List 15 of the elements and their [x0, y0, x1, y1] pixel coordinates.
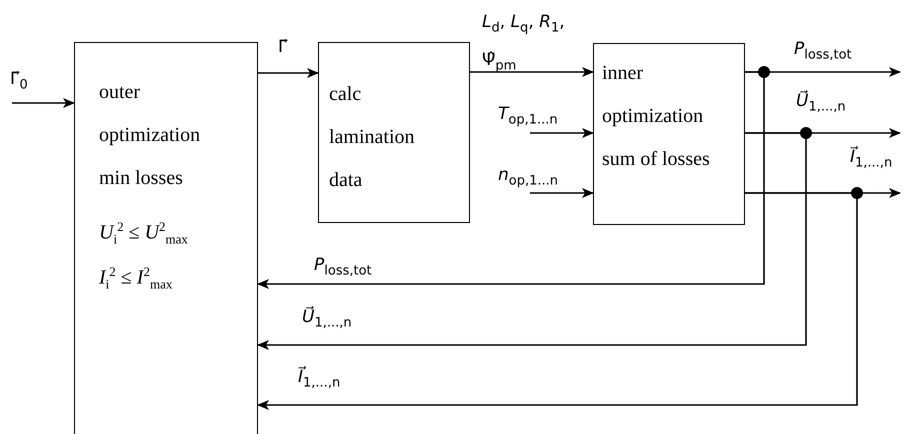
arrow: [257, 71, 765, 289]
process-box: [318, 42, 470, 223]
arrow: [257, 192, 858, 410]
arrow: [530, 188, 594, 198]
arrow: [12, 98, 75, 108]
edge-label: L$_{d}$, L$_{q}$, R$_{1}$, Ψ̂$_{pm}$: [481, 11, 566, 76]
arrow: [530, 128, 594, 138]
arrow: [257, 132, 807, 350]
box-text: outer optimization min losses: [99, 80, 202, 191]
process-box: [74, 42, 258, 434]
process-box: [593, 43, 745, 225]
arrow: [470, 67, 594, 77]
box-text: inner optimization sum of losses: [602, 61, 711, 172]
box-text: calc lamination data: [329, 82, 416, 193]
arrow: [258, 68, 319, 78]
